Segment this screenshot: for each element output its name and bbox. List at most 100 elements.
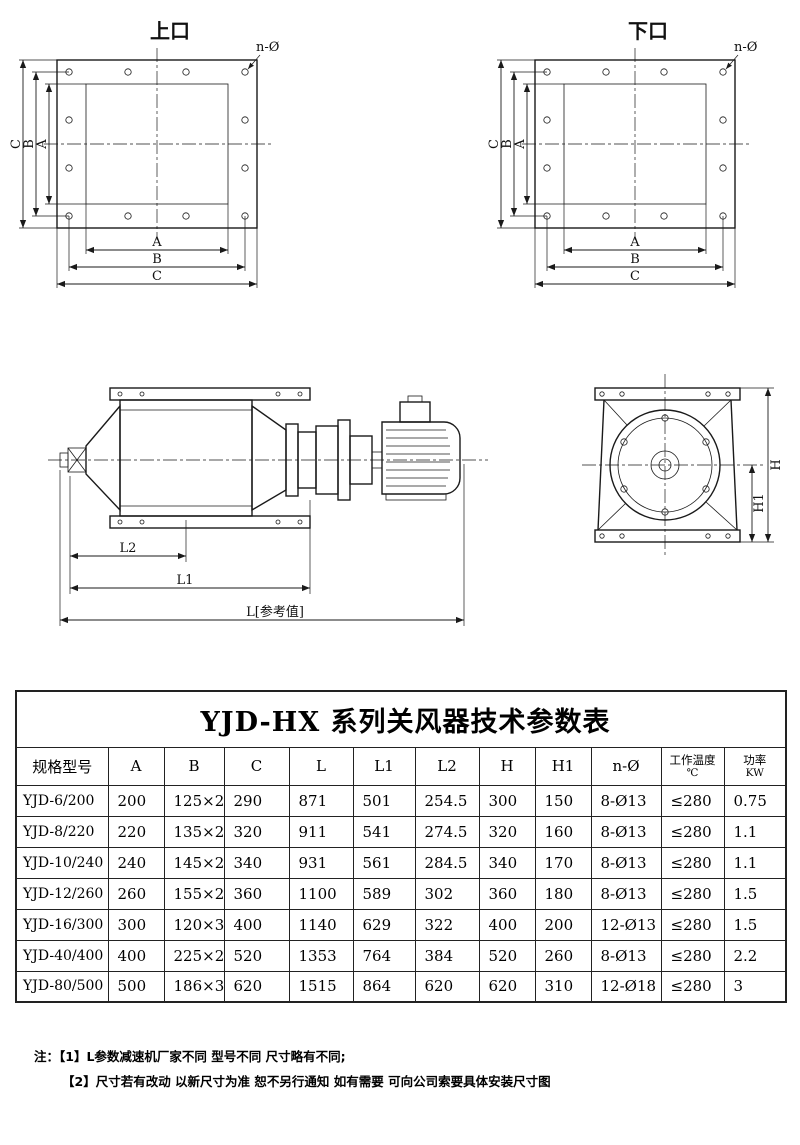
- value-cell: 160: [534, 815, 592, 848]
- value-cell: 520: [223, 939, 290, 972]
- left-end-cover-and-shaft: [59, 404, 121, 512]
- dim-h1-label: H1: [752, 493, 767, 513]
- note-1-text: 【1】L参数减速机厂家不同 型号不同 尺寸略有不同;: [59, 1049, 346, 1064]
- value-cell: 520: [478, 939, 536, 972]
- value-cell: 120×3: [163, 908, 225, 941]
- value-cell: ≤280: [660, 908, 725, 941]
- col-header-h1: H1: [534, 746, 592, 786]
- hole-callout: n-Ø: [725, 40, 757, 70]
- value-cell: 322: [414, 908, 480, 941]
- value-cell: 290: [223, 784, 290, 817]
- value-cell: 12-Ø13: [590, 908, 662, 941]
- bottom-port-title: 下口: [628, 19, 668, 43]
- value-cell: 220: [107, 815, 165, 848]
- dimensions-bottom: A B C: [56, 204, 258, 288]
- end-view-drawing: H H1: [582, 374, 784, 558]
- value-cell: 620: [223, 970, 290, 1003]
- col-header-l1: L1: [352, 746, 416, 786]
- motor: [381, 395, 461, 501]
- value-cell: 200: [107, 784, 165, 817]
- value-cell: 911: [288, 815, 354, 848]
- col-header-l: L: [288, 746, 354, 786]
- dim-a-label: A: [151, 235, 162, 250]
- value-cell: 8-Ø13: [590, 784, 662, 817]
- dim-l1-label: L1: [177, 573, 194, 588]
- value-cell: 620: [414, 970, 480, 1003]
- value-cell: 541: [352, 815, 416, 848]
- dim-b-label: B: [630, 252, 640, 267]
- value-cell: 150: [534, 784, 592, 817]
- notes: 注：【1】L参数减速机厂家不同 型号不同 尺寸略有不同; 【2】尺寸若有改动 以…: [34, 1044, 551, 1094]
- value-cell: 186×3: [163, 970, 225, 1003]
- value-cell: 8-Ø13: [590, 939, 662, 972]
- value-cell: 300: [478, 784, 536, 817]
- value-cell: ≤280: [660, 784, 725, 817]
- col-header-power: 功率 KW: [723, 746, 787, 786]
- dim-b-label: B: [152, 252, 162, 267]
- value-cell: 620: [478, 970, 536, 1003]
- value-cell: 400: [223, 908, 290, 941]
- value-cell: 1.1: [723, 815, 787, 848]
- dim-c-label: C: [487, 139, 502, 149]
- value-cell: 1.5: [723, 908, 787, 941]
- dim-a-label: A: [35, 139, 50, 150]
- value-cell: ≤280: [660, 815, 725, 848]
- top-port-title: 上口: [150, 19, 190, 43]
- value-cell: 260: [107, 877, 165, 910]
- table-title: YJD-HX 系列关风器技术参数表: [15, 690, 787, 748]
- value-cell: 340: [223, 846, 290, 879]
- value-cell: ≤280: [660, 970, 725, 1003]
- model-cell: YJD-8/220: [15, 815, 109, 848]
- dim-a-label: A: [629, 235, 640, 250]
- value-cell: ≤280: [660, 846, 725, 879]
- flange-outline: [56, 59, 258, 229]
- value-cell: 310: [534, 970, 592, 1003]
- note-line-1: 注：【1】L参数减速机厂家不同 型号不同 尺寸略有不同;: [34, 1044, 551, 1069]
- spec-table-head: YJD-HX 系列关风器技术参数表 规格型号 A B C L L1 L2 H H…: [15, 690, 787, 786]
- centerlines: [522, 48, 750, 240]
- dimensions-left: C B A: [487, 59, 564, 229]
- dim-h-label: H: [769, 459, 784, 470]
- value-cell: 384: [414, 939, 480, 972]
- value-cell: 561: [352, 846, 416, 879]
- col-header-temp-label: 工作温度: [669, 752, 716, 767]
- side-view-drawing: L2 L1 L[参考值]: [48, 387, 488, 626]
- value-cell: 400: [478, 908, 536, 941]
- value-cell: 589: [352, 877, 416, 910]
- value-cell: 274.5: [414, 815, 480, 848]
- model-cell: YJD-10/240: [15, 846, 109, 879]
- value-cell: 400: [107, 939, 165, 972]
- value-cell: 500: [107, 970, 165, 1003]
- value-cell: 155×2: [163, 877, 225, 910]
- value-cell: 320: [223, 815, 290, 848]
- value-cell: 3: [723, 970, 787, 1003]
- note-prefix: 注：: [34, 1049, 60, 1064]
- dim-b-label: B: [22, 139, 37, 149]
- value-cell: 1353: [288, 939, 354, 972]
- value-cell: 8-Ø13: [590, 815, 662, 848]
- col-header-h: H: [478, 746, 536, 786]
- value-cell: 629: [352, 908, 416, 941]
- value-cell: 302: [414, 877, 480, 910]
- dim-l2-label: L2: [120, 541, 137, 556]
- value-cell: 300: [107, 908, 165, 941]
- bottom-port-flange-drawing: 下口 n-Ø C B: [487, 19, 757, 288]
- dim-c-label: C: [152, 269, 162, 284]
- end-cover-circles: [609, 409, 721, 521]
- value-cell: 254.5: [414, 784, 480, 817]
- note-line-2: 【2】尺寸若有改动 以新尺寸为准 恕不另行通知 如有需要 可向公司索要具体安装尺…: [62, 1069, 551, 1094]
- value-cell: ≤280: [660, 877, 725, 910]
- col-header-l2: L2: [414, 746, 480, 786]
- value-cell: 200: [534, 908, 592, 941]
- value-cell: 1.1: [723, 846, 787, 879]
- value-cell: 8-Ø13: [590, 846, 662, 879]
- value-cell: 125×2: [163, 784, 225, 817]
